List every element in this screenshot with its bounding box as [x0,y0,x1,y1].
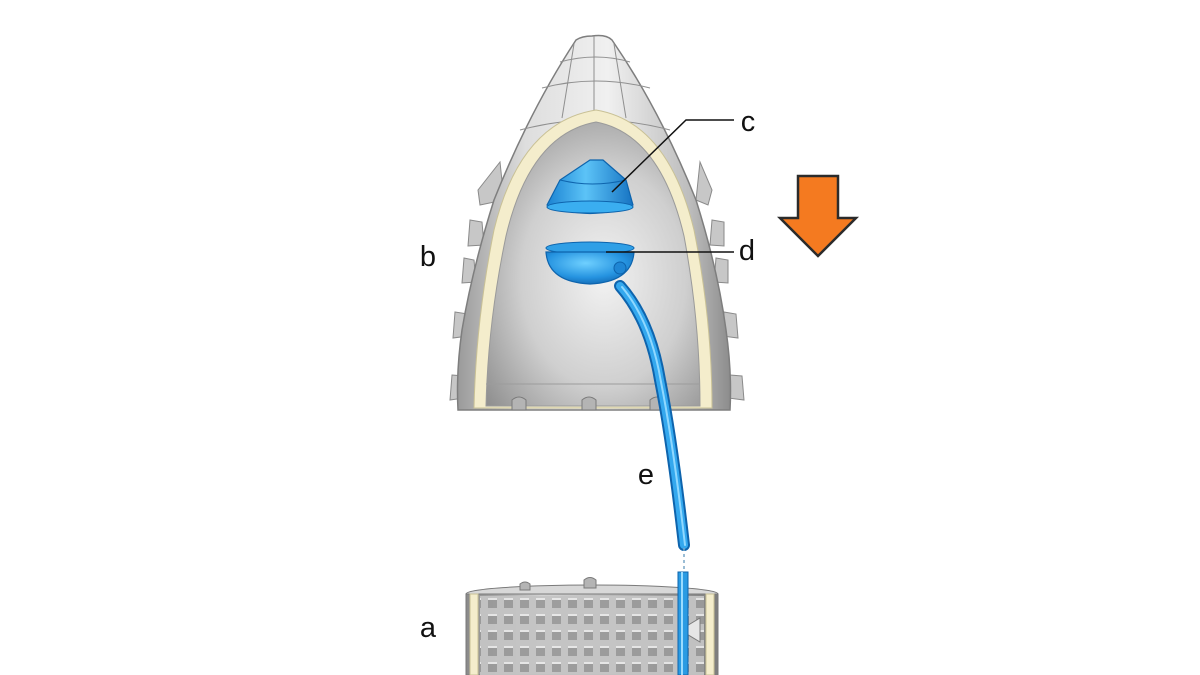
label-b: b [420,241,436,273]
blue-lower-bowl [545,241,635,285]
leader-line-c [611,119,734,193]
fairing-panel-lines [519,36,671,131]
label-c: c [741,106,756,138]
cylinder-fitting [679,617,701,643]
label-d: d [739,235,755,267]
fairing-shell [449,34,745,411]
down-arrow-icon [776,174,860,258]
cylinder-bolts [519,577,597,591]
blue-tube [614,280,690,570]
blue-upper-cap [546,159,634,215]
leader-lines [606,119,734,253]
label-e: e [638,459,654,491]
cylinder-body [465,571,719,675]
label-a: a [420,612,437,644]
